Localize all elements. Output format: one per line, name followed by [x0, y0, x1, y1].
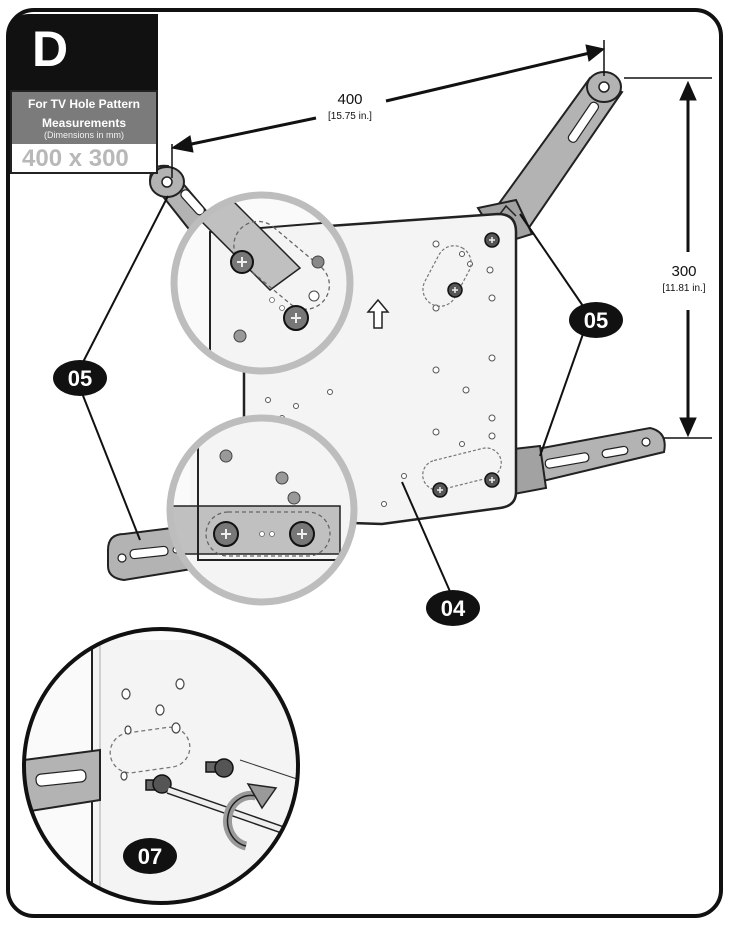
screwdriver-icon	[166, 786, 298, 840]
detail-zoom-screw-install	[22, 627, 300, 905]
hole-pattern-value: 400 x 300	[22, 145, 129, 172]
callout-05-right: 05	[569, 302, 623, 338]
hole-pattern-value-box: 400 x 300	[10, 144, 158, 174]
up-arrow-icon	[366, 298, 390, 329]
height-mm-label: 300	[671, 263, 696, 280]
step-letter: D	[32, 21, 69, 77]
info-title-line2: Measurements	[41, 116, 127, 130]
dimension-width	[170, 40, 606, 178]
hole-pattern-info: For TV Hole Pattern Measurements (Dimens…	[10, 90, 158, 146]
height-in-label: [11.81 in.]	[662, 283, 705, 294]
callout-05-left: 05	[53, 360, 107, 396]
width-mm-label: 400	[337, 91, 362, 108]
svg-text:04: 04	[441, 596, 466, 621]
width-in-label: [15.75 in.]	[328, 111, 372, 122]
svg-text:05: 05	[68, 366, 92, 391]
screw-icon	[145, 758, 234, 794]
detail-zoom-bottom-left	[166, 414, 358, 606]
callout-07: 07	[123, 838, 177, 874]
dimension-height	[624, 77, 712, 439]
svg-text:05: 05	[584, 308, 608, 333]
rotate-clockwise-icon	[223, 783, 278, 851]
svg-text:07: 07	[138, 844, 162, 869]
info-title-line1: For TV Hole Pattern	[27, 97, 140, 111]
callout-04: 04	[426, 590, 480, 626]
info-subtitle: (Dimensions in mm)	[43, 130, 124, 140]
plate-screws	[432, 232, 500, 498]
leader-lines	[79, 195, 584, 841]
step-header: D For TV Hole Pattern Measurements (Dime…	[10, 14, 158, 174]
step-letter-badge: D	[10, 14, 158, 90]
arm-top-right	[476, 71, 624, 246]
